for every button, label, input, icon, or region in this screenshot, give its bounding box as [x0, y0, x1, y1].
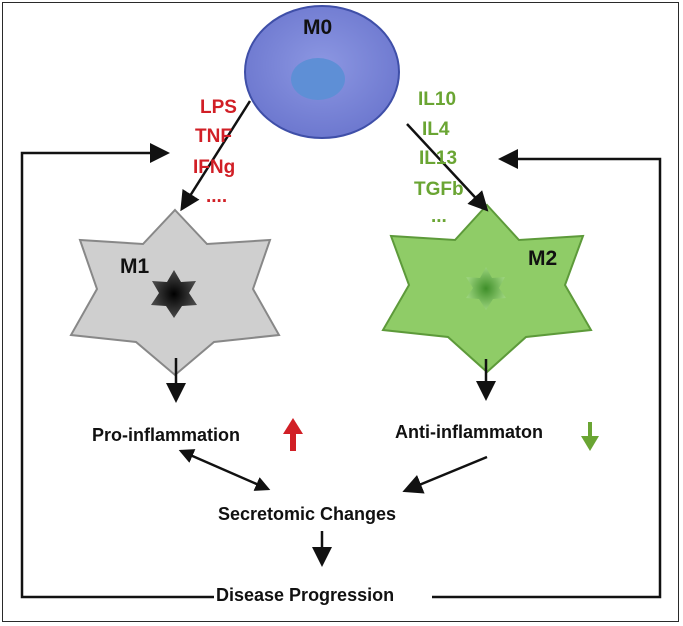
m2-nucleus: [466, 267, 506, 310]
m1-stimulus: ....: [206, 186, 228, 207]
m0-cell: [244, 5, 400, 139]
m2-stimulus: IL13: [419, 148, 458, 169]
m1-stimulus: IFNg: [193, 157, 236, 178]
m2-stimulus: IL4: [422, 119, 450, 140]
m0-to-m2-arrow: [406, 123, 489, 212]
secretomic-changes-label: Secretomic Changes: [218, 504, 397, 524]
pro-inflammation-label: Pro-inflammation: [92, 425, 241, 445]
disease-progression-label: Disease Progression: [214, 585, 397, 605]
m0-label: M0: [303, 16, 333, 39]
up-arrow-icon: [283, 418, 303, 451]
feedback-loop-left: [20, 143, 214, 599]
m2-stimulus: ...: [431, 206, 447, 227]
feedback-loop-right: [432, 149, 662, 599]
m2-label: M2: [528, 247, 558, 270]
anti-inflammation-label: Anti-inflammaton: [395, 422, 543, 442]
m2-stimulus: TGFb: [414, 179, 464, 200]
m1-nucleus: [151, 270, 197, 318]
down-arrow-icon: [581, 422, 599, 451]
m1-stimulus: LPS: [200, 97, 237, 118]
m1-label: M1: [120, 255, 150, 278]
m2-stimulus: IL10: [418, 89, 457, 110]
m0-to-m1-arrow: [180, 100, 252, 212]
pro-secretome-arrow: [178, 449, 271, 491]
m1-stimulus: TNF: [195, 126, 232, 147]
anti-to-secretome-arrow: [402, 455, 488, 494]
